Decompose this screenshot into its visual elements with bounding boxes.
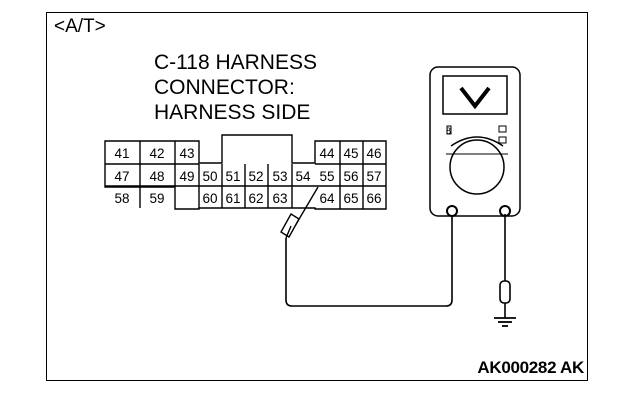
figure-code: AK000282 AK [477, 358, 584, 377]
pin-57: 57 [366, 169, 381, 184]
probe-lead-wire [285, 214, 453, 307]
pin-50: 50 [202, 169, 217, 184]
meter-terminal-left [446, 205, 458, 217]
dial-mark: 8 [446, 126, 451, 136]
pin-44: 44 [319, 146, 335, 161]
transmission-tag: <A/T> [54, 16, 106, 37]
pin-41: 41 [114, 146, 129, 161]
connector-title-line-3: HARNESS SIDE [154, 101, 311, 124]
pin-60: 60 [202, 191, 217, 206]
pin-59: 59 [149, 191, 164, 206]
pin-55: 55 [319, 169, 334, 184]
pin-43: 43 [179, 146, 194, 161]
pin-42: 42 [149, 146, 164, 161]
pin-53: 53 [272, 169, 287, 184]
pin-46: 46 [366, 146, 381, 161]
ground-lead [499, 214, 511, 318]
pin-54: 54 [295, 169, 311, 184]
pin-45: 45 [343, 146, 358, 161]
ground-icon [494, 317, 516, 327]
test-probe [280, 186, 319, 239]
connector-title-line-2: CONNECTOR: [154, 76, 295, 99]
pin-49: 49 [179, 169, 194, 184]
pin-62: 62 [248, 191, 263, 206]
pin-48: 48 [149, 169, 164, 184]
pin-52: 52 [248, 169, 263, 184]
connector-title-line-1: C-118 HARNESS [154, 51, 317, 74]
harness-connector [104, 134, 387, 210]
pin-61: 61 [225, 191, 240, 206]
pin-47: 47 [114, 169, 129, 184]
pin-51: 51 [225, 169, 240, 184]
diagram-frame [46, 12, 588, 381]
pin-65: 65 [343, 191, 358, 206]
voltage-display-glyph [459, 86, 491, 110]
pin-63: 63 [272, 191, 287, 206]
pin-56: 56 [343, 169, 358, 184]
pin-58: 58 [114, 191, 129, 206]
pin-66: 66 [366, 191, 381, 206]
pin-64: 64 [319, 191, 335, 206]
connector-pin-labels: 41 42 43 44 45 46 47 48 49 50 51 52 53 5… [114, 146, 381, 206]
selector-dial [449, 139, 505, 195]
multimeter: 8 [429, 66, 521, 217]
